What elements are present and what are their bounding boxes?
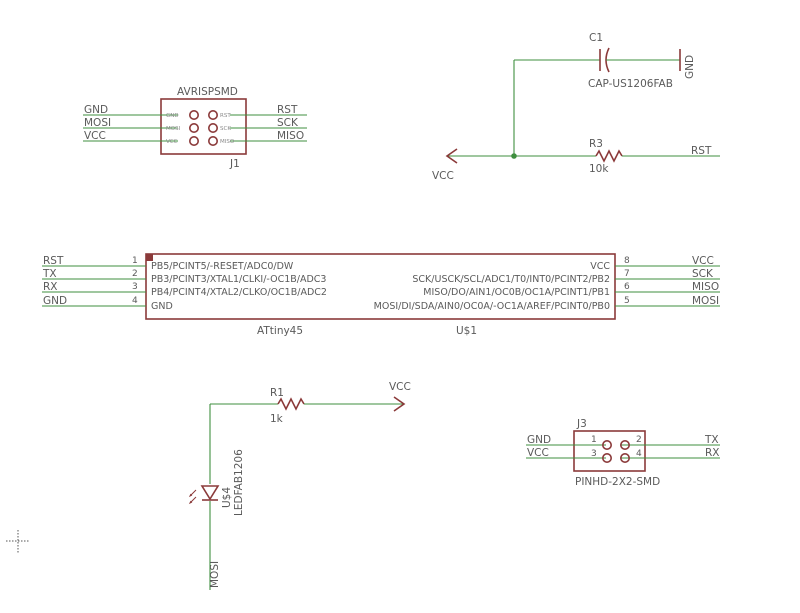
- u1-net-miso: MISO: [692, 281, 719, 293]
- u1-pin-name: GND: [151, 301, 173, 312]
- j1-net-sck: SCK: [277, 117, 299, 129]
- r3-vcc-label: VCC: [432, 170, 454, 182]
- u4-ref: U$4: [221, 487, 233, 508]
- u1-pin-number: 3: [132, 282, 138, 292]
- j3-pad: [601, 439, 612, 450]
- j3-net-vcc: VCC: [527, 447, 549, 459]
- pin1-marker: [146, 254, 153, 261]
- u1-ref: U$1: [456, 325, 477, 337]
- attiny45-u1[interactable]: RST TX RX GND 1 2 3 4 PB5/PCINT5/-RESET/…: [42, 253, 720, 337]
- j1-body: [160, 98, 247, 155]
- j3-pin-number: 1: [591, 435, 597, 445]
- u1-pin-number: 7: [624, 269, 630, 279]
- r1-value: 1k: [270, 413, 284, 425]
- vcc-arrow-icon: [393, 396, 406, 412]
- j3-pin-number: 4: [636, 449, 642, 459]
- j1-pin-name: MOSI: [166, 126, 181, 132]
- led-u4[interactable]: U$4 LEDFAB1206 MOSI: [188, 404, 245, 590]
- u1-part-name: ATtiny45: [257, 325, 303, 337]
- j3-ref: J3: [576, 418, 587, 430]
- c1-gnd-label: GND: [684, 55, 696, 79]
- u1-pin-name: MOSI/DI/SDA/AIN0/OC0A/-OC1A/AREF/PCINT0/…: [374, 301, 610, 312]
- u1-net-vcc: VCC: [692, 255, 714, 267]
- u1-pin-number: 1: [132, 256, 138, 266]
- u1-net-tx: TX: [42, 268, 57, 280]
- c1-ref: C1: [589, 32, 603, 44]
- u1-pin-number: 4: [132, 296, 138, 306]
- r1-zigzag: [277, 397, 305, 411]
- j3-pad: [619, 452, 630, 463]
- vcc-arrow-icon: [445, 148, 458, 164]
- j3-net-tx: TX: [704, 434, 719, 446]
- r1-net-vcc: VCC: [389, 381, 411, 393]
- resistor-r3[interactable]: VCC R3 10k RST: [432, 60, 720, 182]
- u1-net-gnd: GND: [43, 295, 67, 307]
- j3-net-gnd: GND: [527, 434, 551, 446]
- u1-net-sck: SCK: [692, 268, 714, 280]
- j1-net-mosi: MOSI: [84, 117, 111, 129]
- j3-value: PINHD-2X2-SMD: [575, 476, 660, 488]
- r3-value: 10k: [589, 163, 609, 175]
- j3-pad: [601, 452, 612, 463]
- u1-pin-name: VCC: [590, 261, 610, 272]
- j1-pad: [208, 123, 219, 134]
- u1-pin-number: 6: [624, 282, 630, 292]
- u1-net-rst: RST: [43, 255, 64, 267]
- j1-net-rst: RST: [277, 104, 298, 116]
- u1-pin-number: 2: [132, 269, 138, 279]
- avrisp-header-j1[interactable]: AVRISPSMD J1 GND MOSI VCC RST SCK MISO G…: [83, 86, 307, 170]
- j1-pad: [189, 136, 200, 147]
- r3-ref: R3: [589, 138, 603, 150]
- crosshair-cursor-icon: [6, 530, 30, 553]
- u1-pin-name: PB5/PCINT5/-RESET/ADC0/DW: [151, 261, 294, 272]
- r3-net-rst: RST: [691, 145, 712, 157]
- u1-pin-name: MISO/DO/AIN1/OC0B/OC1A/PCINT1/PB1: [423, 287, 610, 298]
- u1-pin-name: PB4/PCINT4/XTAL2/CLKO/OC1B/ADC2: [151, 287, 327, 298]
- j3-pad: [619, 439, 630, 450]
- led-triangle: [200, 485, 220, 501]
- c1-value: CAP-US1206FAB: [588, 78, 673, 90]
- j1-pin-name: MISO: [220, 139, 235, 145]
- r3-zigzag: [595, 149, 623, 163]
- j1-pad: [208, 110, 219, 121]
- led-light-arrow-icon: [188, 489, 197, 498]
- j1-net-miso: MISO: [277, 130, 304, 142]
- capacitor-c1[interactable]: C1 GND CAP-US1206FAB: [514, 32, 696, 90]
- j3-net-rx: RX: [705, 447, 720, 459]
- u1-net-mosi: MOSI: [692, 295, 719, 307]
- j3-pin-number: 3: [591, 449, 597, 459]
- u4-net-mosi: MOSI: [209, 561, 221, 588]
- j1-pin-name: GND: [166, 113, 179, 119]
- j1-net-gnd: GND: [84, 104, 108, 116]
- u1-pin-name: PB3/PCINT3/XTAL1/CLKI/-OC1B/ADC3: [151, 274, 326, 285]
- j1-pin-name: SCK: [220, 126, 231, 132]
- j1-ref: J1: [229, 158, 240, 170]
- u1-body: [145, 253, 616, 320]
- header-j3[interactable]: J3 1 2 3 4 GND VCC TX RX PINHD-2X2-SMD: [526, 418, 720, 488]
- j3-pin-number: 2: [636, 435, 642, 445]
- u1-pin-number: 8: [624, 256, 630, 266]
- j1-pad: [189, 110, 200, 121]
- j1-pin-name: VCC: [166, 139, 178, 145]
- u1-net-rx: RX: [43, 281, 58, 293]
- u1-pin-name: SCK/USCK/SCL/ADC1/T0/INT0/PCINT2/PB2: [412, 274, 610, 285]
- resistor-r1[interactable]: VCC R1 1k: [210, 381, 411, 425]
- j1-pad: [189, 123, 200, 134]
- j1-pin-name: RST: [220, 113, 231, 119]
- r1-ref: R1: [270, 387, 284, 399]
- u1-pin-number: 5: [624, 296, 630, 306]
- j1-net-vcc: VCC: [84, 130, 106, 142]
- j3-body: [573, 430, 646, 472]
- j1-name: AVRISPSMD: [177, 86, 238, 98]
- led-light-arrow-icon: [188, 496, 197, 505]
- u4-value: LEDFAB1206: [233, 449, 245, 516]
- j1-pad: [208, 136, 219, 147]
